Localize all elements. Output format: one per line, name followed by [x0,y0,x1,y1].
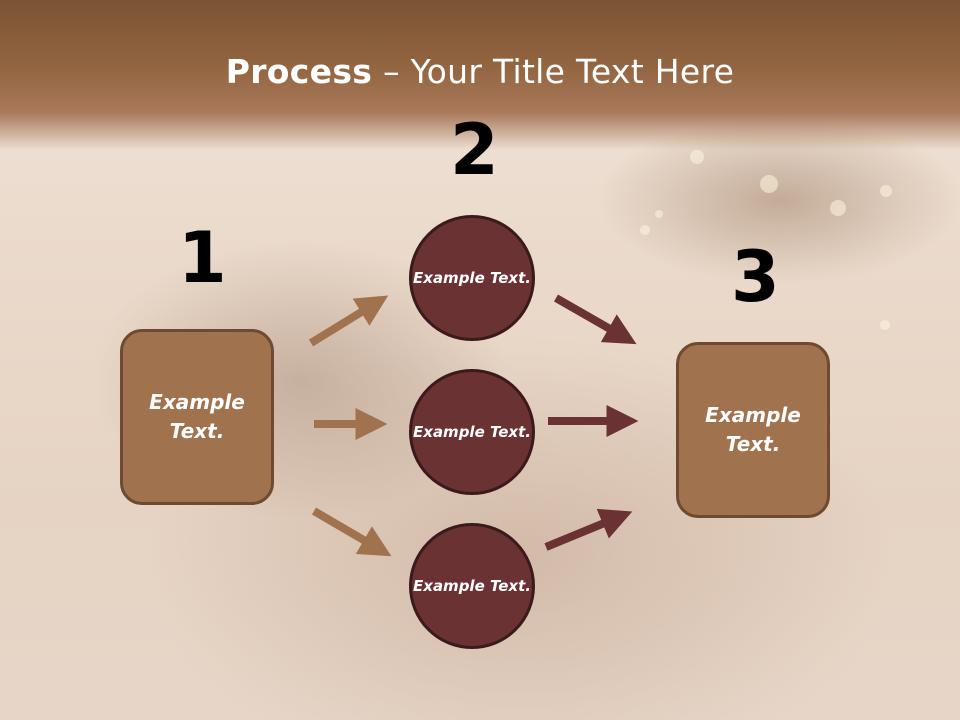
bokeh-light [830,200,846,216]
arrow-bottom-to-3 [544,508,633,551]
step-2-circle-middle: Example Text. [409,369,535,495]
bokeh-light [640,225,650,235]
step-3-text: Example Text. [705,403,801,456]
circle-middle-text: Example Text. [413,422,531,441]
step-number-3: 3 [731,236,780,318]
bokeh-light [760,175,778,193]
arrow-1-to-top [308,295,389,347]
step-number-2: 2 [450,109,499,191]
arrow-top-to-3 [554,294,637,345]
step-1-text: Example Text. [149,390,245,443]
step-2-circle-top: Example Text. [409,215,535,341]
title-bold: Process [225,52,373,91]
bokeh-light [880,320,890,330]
step-3-box: Example Text. [676,342,830,518]
title-rest: – Your Title Text Here [372,52,735,91]
circle-top-text: Example Text. [413,268,531,287]
bokeh-light [880,185,892,197]
circle-bottom-text: Example Text. [413,576,531,595]
bokeh-light [655,210,663,218]
bokeh-light [690,150,704,164]
step-number-1: 1 [178,217,227,299]
step-2-circle-bottom: Example Text. [409,523,535,649]
step-1-box: Example Text. [120,329,274,505]
arrow-1-to-bottom [311,507,392,557]
slide-title: Process – Your Title Text Here [0,52,960,91]
title-band [0,0,960,150]
